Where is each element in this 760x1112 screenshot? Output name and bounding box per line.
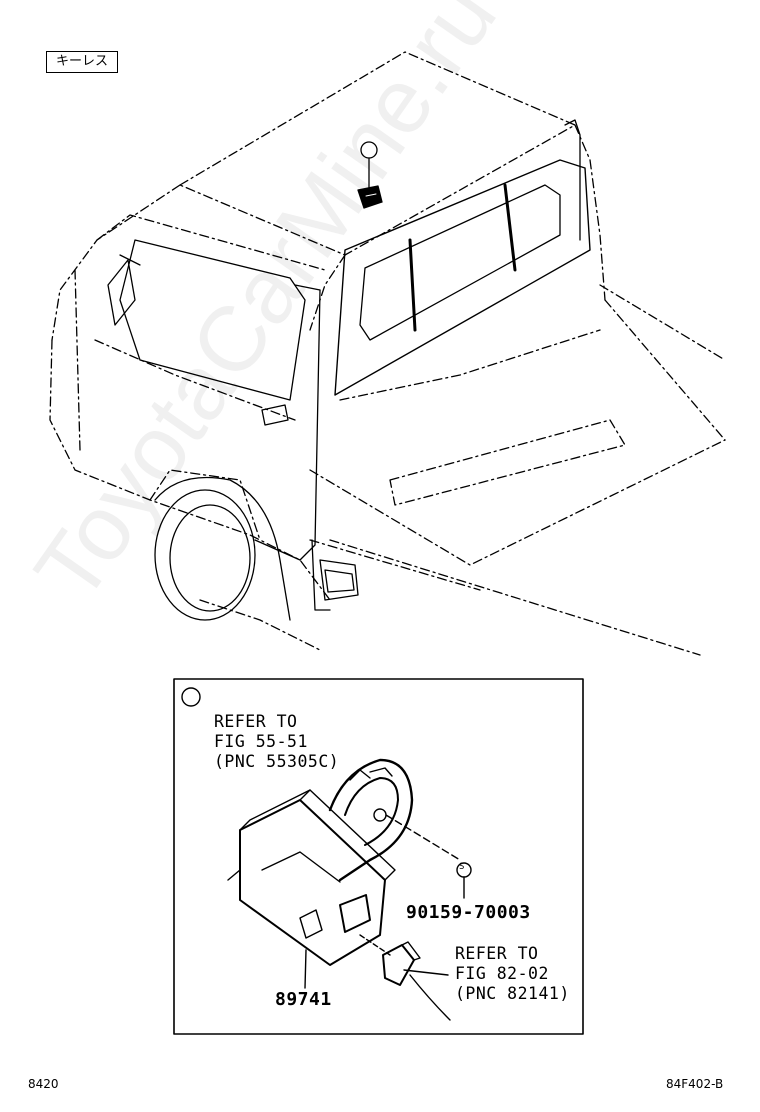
bolt-part-number: 90159-70003 xyxy=(406,902,531,923)
refer-top-line-1: REFER TO xyxy=(214,712,298,731)
refer-bottom-line-1: REFER TO xyxy=(455,944,539,963)
refer-top-line-2: FIG 55-51 xyxy=(214,732,308,751)
variant-tag: キーレス xyxy=(46,51,118,73)
refer-bottom-line-2: FIG 82-02 xyxy=(455,964,549,983)
bolt-symbol: S xyxy=(459,862,465,872)
refer-bottom-line-3: (PNC 82141) xyxy=(455,984,570,1003)
illustration-code: 84F402-B xyxy=(666,1077,724,1091)
page-code: 8420 xyxy=(28,1077,59,1091)
vehicle-drawing xyxy=(49,51,726,656)
main-part-number: 89741 xyxy=(275,989,332,1010)
refer-top-line-3: (PNC 55305C) xyxy=(214,752,340,771)
